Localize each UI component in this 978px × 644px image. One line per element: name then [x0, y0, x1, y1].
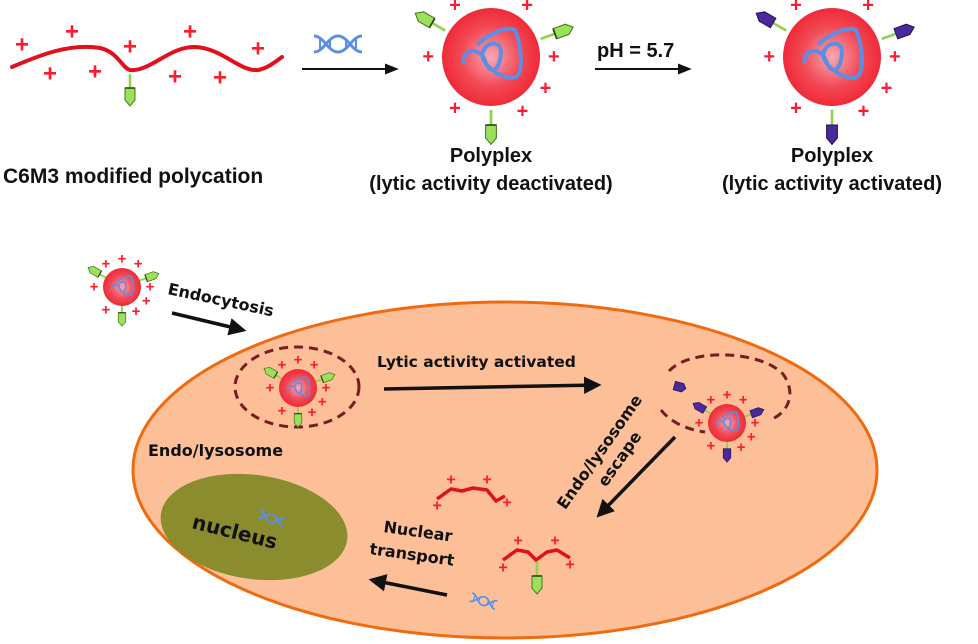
- activated-peptide-icon: [752, 7, 791, 37]
- peptide-icon: [123, 72, 137, 108]
- positive-charge-icon: +: [862, 0, 874, 17]
- positive-charge-icon: +: [790, 0, 802, 17]
- polyplex-core: [442, 8, 540, 106]
- polyplex-core: [279, 369, 317, 407]
- positive-charge-icon: +: [142, 293, 151, 310]
- positive-charge-icon: +: [65, 19, 79, 46]
- polyplex-core: [103, 268, 141, 306]
- positive-charge-icon: +: [294, 351, 303, 368]
- positive-charge-icon: +: [858, 100, 870, 122]
- nucleus: [160, 473, 348, 581]
- positive-charge-icon: +: [132, 303, 141, 320]
- positive-charge-icon: +: [432, 498, 441, 515]
- positive-charge-icon: +: [482, 472, 491, 489]
- positive-charge-icon: +: [251, 36, 265, 63]
- peptide-icon: [484, 108, 498, 146]
- polyplex-activated-subtitle: (lytic activity activated): [722, 173, 942, 195]
- activated-peptide-icon: [878, 20, 918, 46]
- positive-charge-icon: +: [308, 404, 317, 421]
- escape-arrow: [596, 435, 677, 518]
- positive-charge-icon: +: [548, 46, 560, 68]
- polyplex-deactivated-subtitle: (lytic activity deactivated): [369, 173, 612, 195]
- positive-charge-icon: +: [739, 392, 748, 409]
- positive-charge-icon: +: [707, 392, 716, 409]
- positive-charge-icon: +: [266, 380, 275, 397]
- positive-charge-icon: +: [737, 439, 746, 456]
- lytic-activity-label: Lytic activity activated: [377, 353, 576, 371]
- positive-charge-icon: +: [15, 32, 29, 59]
- positive-charge-icon: +: [540, 77, 552, 99]
- fragment-charges: + + + + + + + +: [432, 472, 574, 577]
- endosome-membrane: [233, 345, 361, 429]
- positive-charge-icon: +: [90, 279, 99, 296]
- positive-charge-icon: +: [123, 34, 137, 61]
- positive-charge-icon: +: [43, 61, 57, 88]
- polyplex-activated: + + + + + + + +: [752, 0, 918, 146]
- positive-charge-icon: +: [707, 437, 716, 454]
- positive-charge-icon: +: [318, 394, 327, 411]
- positive-charge-icon: +: [790, 97, 802, 119]
- ruptured-endosome-top: [667, 353, 792, 422]
- positive-charge-icon: +: [723, 386, 732, 403]
- free-polycation-with-peptide: [501, 548, 571, 596]
- dna-reagent-icon: [312, 34, 364, 54]
- positive-charge-icon: +: [213, 65, 227, 92]
- positive-charge-icon: +: [502, 495, 511, 512]
- polyplex-extracellular: ++++++++: [85, 250, 162, 328]
- positive-charge-icon: +: [88, 59, 102, 86]
- positive-charge-icon: +: [485, 0, 497, 5]
- positive-charge-icon: +: [521, 0, 533, 17]
- positive-charge-icon: +: [322, 380, 331, 397]
- positive-charge-icon: +: [278, 357, 287, 374]
- ruptured-endosome-bottom: [659, 409, 706, 434]
- positive-charge-icon: +: [826, 0, 838, 5]
- peptide-icon: [537, 20, 577, 46]
- positive-charge-icon: +: [449, 97, 461, 119]
- positive-charge-icon: +: [102, 256, 111, 273]
- polyplex-activated-in-endosome: ++++++++: [690, 386, 767, 464]
- free-polycation-fragment: [435, 486, 506, 503]
- positive-charge-icon: +: [422, 46, 434, 68]
- peptide-icon: [411, 7, 450, 37]
- ph-condition-label: pH = 5.7: [597, 40, 674, 62]
- positive-charge-icon: +: [763, 46, 775, 68]
- positive-charge-icon: +: [102, 301, 111, 318]
- positive-charge-icon: +: [183, 19, 197, 46]
- polyplex-deactivated: + + + + + + + +: [411, 0, 577, 146]
- polyplex-core: [783, 8, 881, 106]
- positive-charge-icon: +: [168, 64, 182, 91]
- lytic-activity-arrow: [383, 376, 602, 395]
- polycation-label: C6M3 modified polycation: [3, 165, 263, 188]
- positive-charge-icon: +: [146, 279, 155, 296]
- positive-charge-icon: +: [550, 533, 559, 550]
- nuclear-transport-arrow: [368, 574, 448, 597]
- polyplex-core: [708, 404, 746, 442]
- positive-charge-icon: +: [751, 415, 760, 432]
- polycation-chain: [10, 44, 284, 108]
- polyplex-deactivated-title: Polyplex: [450, 145, 532, 167]
- positive-charge-icon: +: [278, 402, 287, 419]
- positive-charge-icon: +: [118, 250, 127, 267]
- positive-charge-icon: +: [446, 472, 455, 489]
- released-peptide-icon: [672, 380, 687, 393]
- positive-charge-icon: +: [695, 415, 704, 432]
- positive-charge-icon: +: [517, 100, 529, 122]
- endocytosis-arrow: [171, 311, 247, 336]
- positive-charge-icon: +: [565, 557, 574, 574]
- positive-charge-icon: +: [747, 429, 756, 446]
- positive-charge-icon: +: [449, 0, 461, 17]
- positive-charge-icon: +: [498, 560, 507, 577]
- positive-charge-icon: +: [513, 533, 522, 550]
- positive-charge-icon: +: [134, 256, 143, 273]
- positive-charge-icon: +: [889, 46, 901, 68]
- endolysosome-label: Endo/lysosome: [148, 441, 283, 460]
- polycation-charges: +++++++++: [15, 19, 265, 92]
- polyplex-activated-title: Polyplex: [791, 145, 873, 167]
- positive-charge-icon: +: [310, 357, 319, 374]
- activated-peptide-icon: [825, 108, 839, 146]
- positive-charge-icon: +: [881, 77, 893, 99]
- polyplex-in-endosome: ++++++++: [261, 351, 338, 429]
